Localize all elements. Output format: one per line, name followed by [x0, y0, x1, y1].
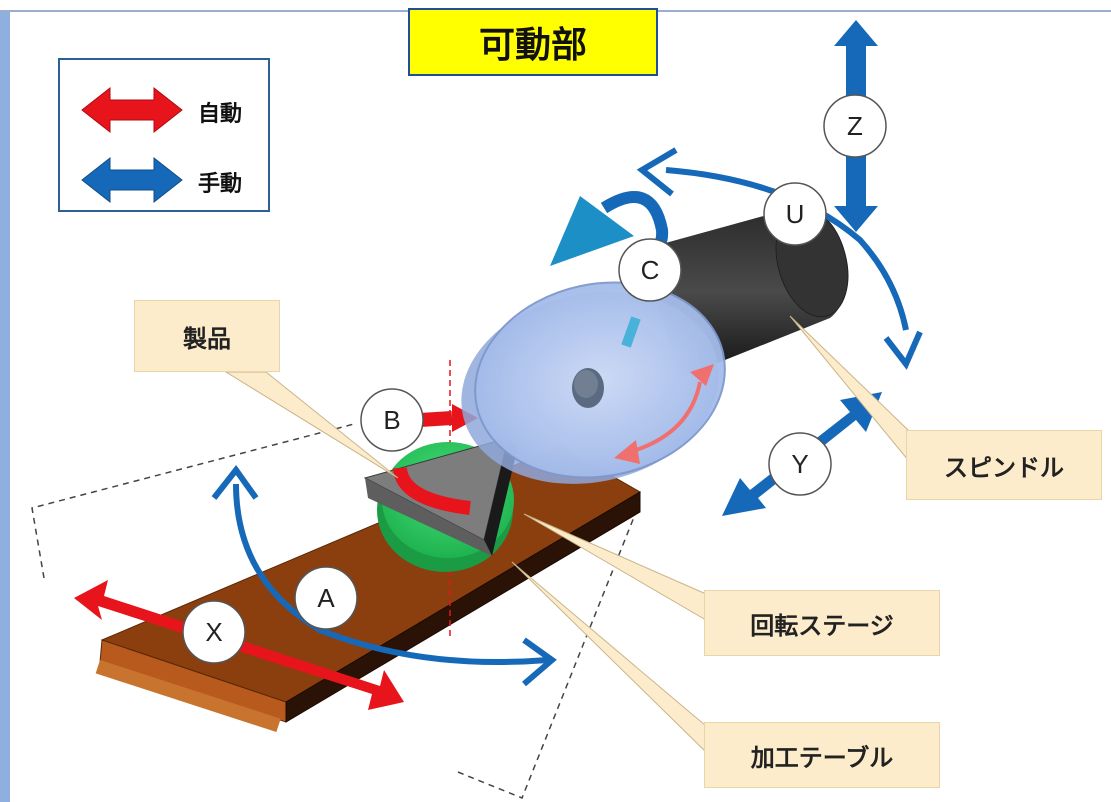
b-axis-arrow-body — [419, 411, 453, 427]
axis-label-b: B — [360, 388, 424, 452]
u-axis-arc — [665, 167, 909, 331]
axis-label-x: X — [182, 600, 246, 664]
dashed-outline-left — [31, 423, 355, 579]
left-border-strip — [0, 0, 10, 802]
svg-text:Z: Z — [847, 111, 863, 141]
svg-text:B: B — [383, 405, 400, 435]
svg-text:X: X — [205, 617, 222, 647]
rotary-stage-callout: 回転ステージ — [704, 590, 940, 656]
axis-label-z: Z — [823, 94, 887, 158]
svg-text:A: A — [317, 583, 335, 613]
work-table-bottom-edge — [95, 660, 281, 733]
a-axis-arrowhead-top-icon — [211, 464, 259, 500]
svg-text:Y: Y — [791, 449, 808, 479]
axis-label-c: C — [618, 238, 682, 302]
axis-label-y: Y — [768, 432, 832, 496]
spindle-hub-face — [574, 370, 598, 398]
u-axis-arrowhead-left-icon — [636, 147, 678, 197]
manual-arrow-icon — [81, 156, 183, 204]
product-callout-pointer — [224, 371, 399, 479]
u-axis-arrowhead-right-icon — [883, 330, 923, 370]
a-axis-arrowhead-right-icon — [522, 637, 557, 687]
axis-label-u: U — [763, 182, 827, 246]
a-axis-arc — [233, 483, 549, 665]
svg-text:C: C — [641, 255, 660, 285]
spindle-callout: スピンドル — [906, 430, 1102, 500]
b-axis-rotation-arrow-icon — [393, 466, 471, 515]
legend-manual-label: 手動 — [198, 172, 243, 197]
axis-label-a: A — [294, 566, 358, 630]
svg-text:U: U — [786, 199, 805, 229]
product-front-face — [365, 478, 492, 556]
work-table-side — [285, 491, 641, 723]
page-title: 可動部 — [408, 8, 658, 76]
legend-arrows — [81, 86, 183, 204]
disc-rotation-arrow — [629, 381, 702, 454]
z-axis-arrowhead-bottom-icon — [834, 206, 878, 232]
auto-arrow-icon — [81, 86, 183, 134]
legend: 自動 手動 — [58, 58, 270, 212]
rotary-stage-callout-pointer — [523, 513, 707, 621]
c-axis-arrowhead-icon — [550, 196, 634, 266]
disc-rotation-arrowhead-top-icon — [690, 364, 714, 386]
legend-auto-label: 自動 — [198, 102, 243, 127]
dashed-outline-right — [457, 501, 641, 799]
c-axis-pointer — [621, 316, 641, 348]
product-callout: 製品 — [134, 300, 280, 372]
z-axis-arrowhead-top-icon — [834, 20, 878, 46]
work-table-callout: 加工テーブル — [704, 722, 940, 788]
disc-rotation-arrowhead-bottom-icon — [614, 440, 640, 464]
